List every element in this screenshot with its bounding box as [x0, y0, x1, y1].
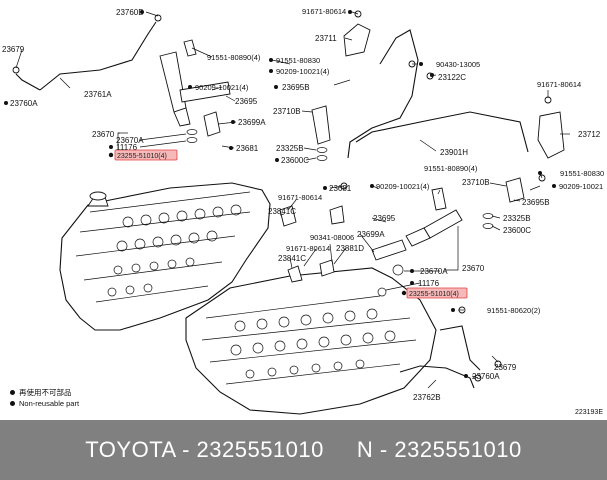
- highlight-callout-upper[interactable]: 23255-51010(4): [108, 149, 178, 161]
- legend-text-cn: 再使用不可部品: [19, 388, 72, 397]
- part-label[interactable]: 23695B: [522, 198, 550, 207]
- part-label[interactable]: 90341-08006: [310, 233, 354, 242]
- part-label[interactable]: 23710B: [462, 178, 490, 187]
- part-label[interactable]: 23841C: [268, 207, 296, 216]
- part-label[interactable]: 23760A: [472, 372, 500, 381]
- part-label[interactable]: 91551-80890(4): [207, 53, 261, 62]
- part-number-highlight-lower: 23255-51010(4): [409, 291, 459, 298]
- part-label[interactable]: 23325B: [276, 144, 304, 153]
- callout-dots: [4, 10, 556, 378]
- part-label[interactable]: 23762B: [413, 393, 441, 402]
- highlight-callout-lower[interactable]: 23255-51010(4): [401, 287, 468, 299]
- part-label[interactable]: 90209-10021(4): [376, 182, 430, 191]
- part-label[interactable]: 23760A: [10, 99, 38, 108]
- part-label[interactable]: 23679: [494, 363, 517, 372]
- part-label[interactable]: 23325B: [503, 214, 531, 223]
- part-number-highlight-upper: 23255-51010(4): [117, 153, 167, 160]
- part-label[interactable]: 23712: [578, 130, 601, 139]
- part-label[interactable]: 23600C: [503, 226, 531, 235]
- part-label[interactable]: 90209-10021(4): [195, 83, 249, 92]
- part-label[interactable]: 23901H: [440, 148, 468, 157]
- part-label[interactable]: 23679: [2, 45, 25, 54]
- part-number-footer: TOYOTA - 2325551010 N - 2325551010: [0, 420, 607, 480]
- part-label[interactable]: 91671-80614: [302, 7, 346, 16]
- non-reusable-dot-icon: [10, 401, 15, 406]
- part-label[interactable]: 91551-80890(4): [424, 164, 478, 173]
- footer-part-number-text: TOYOTA - 2325551010 N - 2325551010: [85, 437, 522, 462]
- part-label[interactable]: 23695: [373, 214, 396, 223]
- legend: 再使用不可部品 Non-reusable part: [10, 387, 79, 409]
- part-label[interactable]: 90209-10021(4): [276, 67, 330, 76]
- part-label[interactable]: 91551-80620(2): [487, 306, 541, 315]
- part-label[interactable]: 91671-80614: [278, 193, 322, 202]
- part-label[interactable]: 91551-80830: [560, 169, 604, 178]
- fuel-pipe-illustration: [15, 21, 565, 389]
- part-label[interactable]: 23710B: [273, 107, 301, 116]
- part-label[interactable]: 90430-13005: [436, 60, 480, 69]
- part-label[interactable]: 23695: [235, 97, 258, 106]
- part-label[interactable]: 23122C: [438, 73, 466, 82]
- part-label[interactable]: 90209-10021: [559, 182, 603, 191]
- part-label[interactable]: 11176: [418, 279, 440, 288]
- legend-row-cn: 再使用不可部品: [10, 387, 79, 398]
- injector-illustration-lower: [279, 177, 525, 297]
- part-label[interactable]: 23681: [236, 144, 259, 153]
- part-label[interactable]: 23670A: [420, 267, 448, 276]
- part-labels: 23760B 23679 23760A 23761A 91551-80890(4…: [2, 7, 604, 402]
- part-label[interactable]: 23881D: [336, 244, 364, 253]
- non-reusable-dot-icon: [10, 390, 15, 395]
- diagram-code: 223193E: [574, 409, 603, 416]
- leader-lines: [15, 11, 570, 389]
- injector-illustration-upper: [159, 39, 331, 161]
- part-label[interactable]: 23670A: [116, 136, 144, 145]
- part-label[interactable]: 23699A: [357, 230, 385, 239]
- part-label[interactable]: 23695B: [282, 83, 310, 92]
- legend-row-en: Non-reusable part: [10, 398, 79, 409]
- part-label[interactable]: 23761A: [84, 90, 112, 99]
- legend-text-en: Non-reusable part: [19, 399, 80, 408]
- part-label[interactable]: 23841C: [278, 254, 306, 263]
- part-label[interactable]: 91671-80614: [286, 244, 330, 253]
- part-label[interactable]: 23681: [329, 184, 352, 193]
- part-label[interactable]: 23760B: [116, 8, 144, 17]
- engine-block-illustration: [59, 182, 437, 415]
- part-label[interactable]: 91671-80614: [537, 80, 581, 89]
- part-label[interactable]: 11176: [116, 143, 138, 152]
- part-label[interactable]: 23670: [92, 130, 115, 139]
- fuel-injection-exploded-diagram: 23255-51010(4) 23255-51010(4) 23760B 236…: [2, 7, 604, 415]
- part-label[interactable]: 23600C: [281, 156, 309, 165]
- part-label[interactable]: 23711: [315, 34, 337, 43]
- part-label[interactable]: 91551-80830: [276, 56, 320, 65]
- part-label[interactable]: 23670: [462, 264, 485, 273]
- part-label[interactable]: 23699A: [238, 118, 266, 127]
